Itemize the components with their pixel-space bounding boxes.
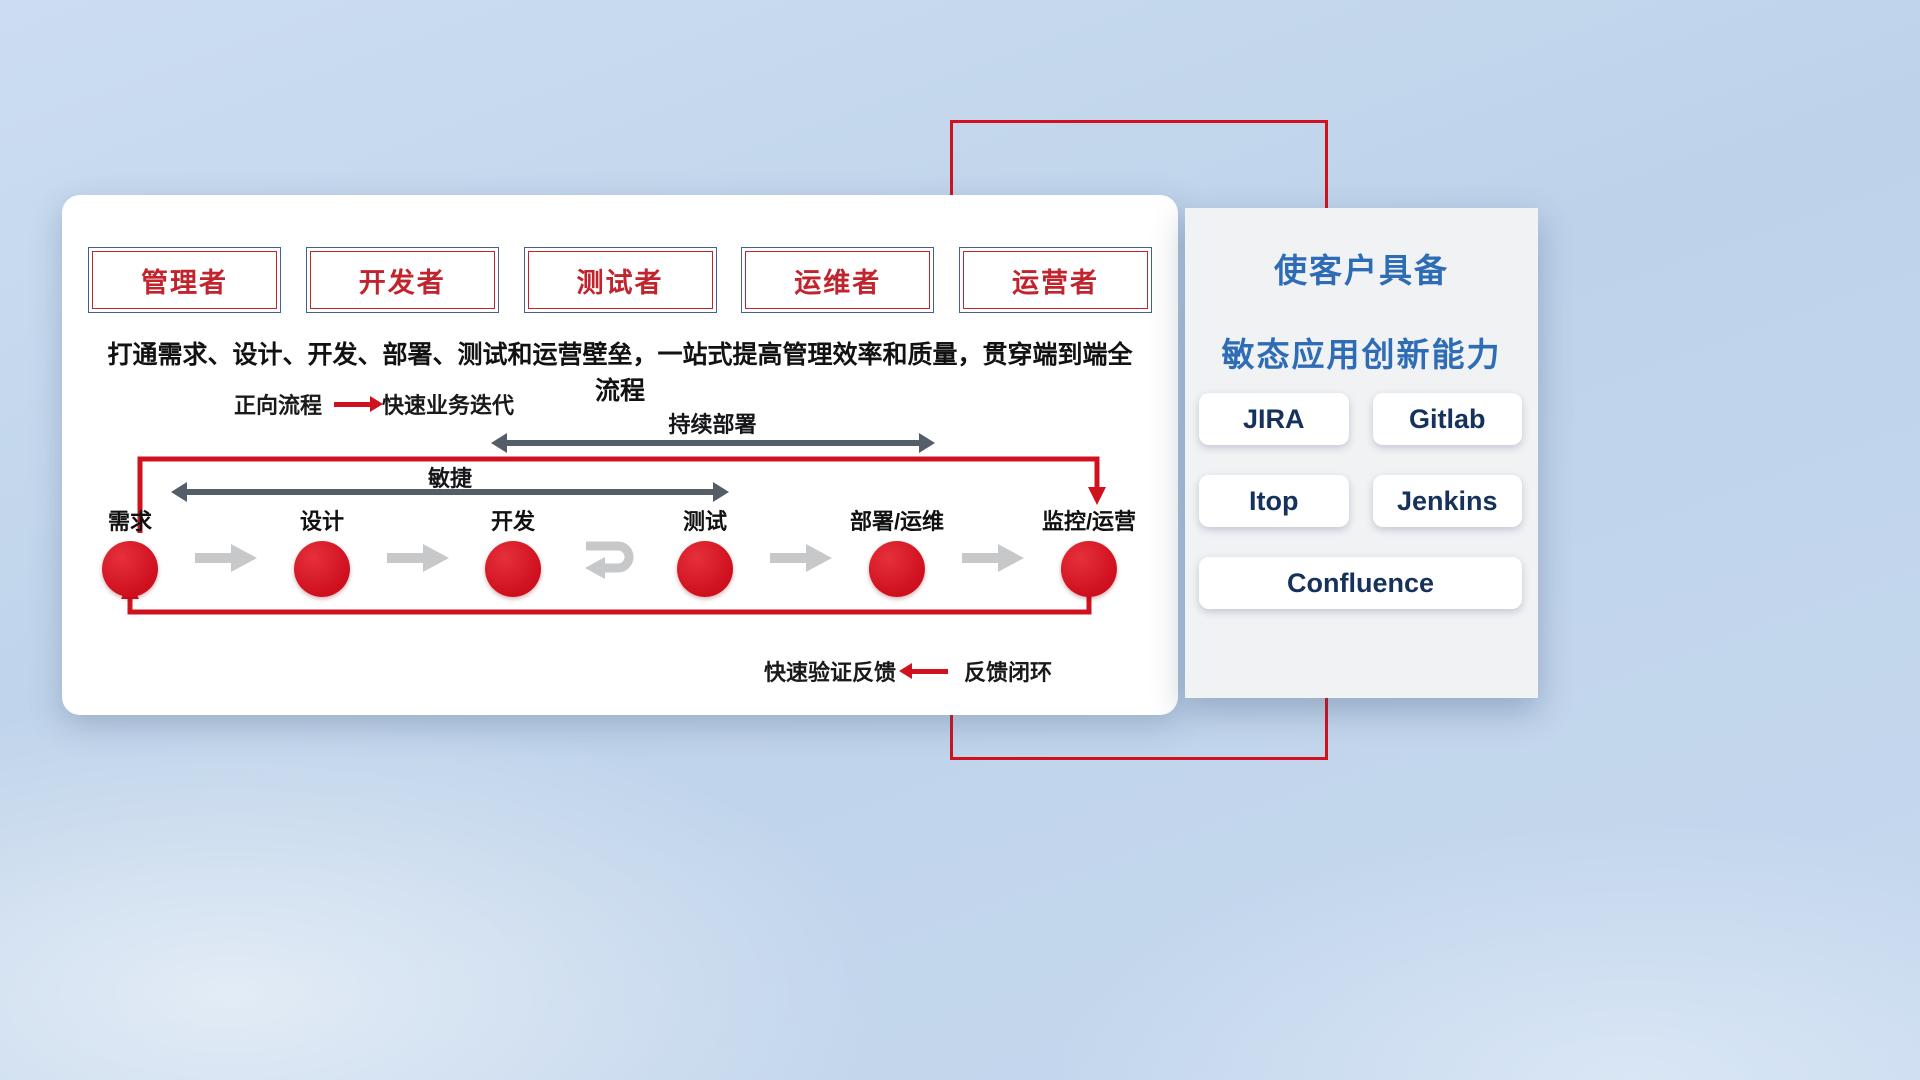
iterate-loop-arrow-icon [585,541,634,579]
role-label-manager: 管理者 [92,251,277,309]
forward-flow-desc: 快速业务迭代 [382,393,515,418]
continuous-deployment-label: 持续部署 [668,412,757,437]
stage-label-design: 设计 [299,509,344,534]
feedback-desc: 快速验证反馈 [764,660,897,685]
tool-chip-itop: Itop [1199,475,1349,527]
agile-arrow-icon [171,482,729,502]
stage-label-deploy-ops: 部署/运维 [849,509,945,534]
role-label-operator: 运营者 [963,251,1148,309]
stage-node-icon [869,541,925,597]
panel-title-line1: 使客户具备 [1274,252,1449,289]
tools-grid: JIRA Gitlab Itop Jenkins Confluence [1199,393,1522,609]
role-box-ops: 运维者 [741,247,935,313]
red-loop-lines-icon [121,456,1106,615]
agile-label: 敏捷 [427,466,472,491]
stage-monitor-operate: 监控/运营 [1042,504,1136,597]
role-box-operator: 运营者 [959,247,1152,313]
feedback-label: 反馈闭环 [964,660,1053,685]
devops-flow-card: 管理者 开发者 测试者 运维者 运营者 打通需求、设计、开发、部署、测试和运营壁… [62,195,1178,715]
stage-node-icon [677,541,733,597]
stage-development: 开发 [485,504,541,597]
capability-panel: 使客户具备 敏态应用创新能力 JIRA Gitlab Itop Jenkins … [1185,208,1538,698]
panel-title-line2: 敏态应用创新能力 [1221,336,1502,373]
stage-design: 设计 [294,504,350,597]
legend-forward-flow: 正向流程 快速业务迭代 [234,388,514,420]
stage-testing: 测试 [677,504,733,597]
forward-flow-label: 正向流程 [234,393,323,418]
stage-node-icon [102,541,158,597]
legend-feedback-loop: 快速验证反馈 反馈闭环 [764,655,1052,687]
stage-requirements: 需求 [102,504,158,597]
card-subtitle: 打通需求、设计、开发、部署、测试和运营壁垒，一站式提高管理效率和质量，贯穿端到端… [107,341,1133,405]
role-label-tester: 测试者 [527,251,713,309]
stage-label-requirements: 需求 [107,509,152,534]
stage-label-development: 开发 [490,509,535,534]
tool-chip-jira: JIRA [1199,393,1349,445]
role-box-manager: 管理者 [88,247,281,313]
role-label-ops: 运维者 [745,251,931,309]
feedback-arrow-icon [899,662,949,679]
stage-label-monitor-operate: 监控/运营 [1041,509,1137,534]
tool-chip-gitlab: Gitlab [1372,393,1522,445]
stage-node-icon [485,541,541,597]
continuous-deployment-arrow-icon [491,433,935,453]
roles-row: 管理者 开发者 测试者 运维者 运营者 [88,247,1152,313]
role-label-developer: 开发者 [309,251,495,309]
stage-label-testing: 测试 [682,509,727,534]
tool-chip-jenkins: Jenkins [1372,475,1522,527]
panel-title: 使客户具备 敏态应用创新能力 [1185,244,1538,376]
tool-chip-confluence: Confluence [1199,557,1522,609]
stage-node-icon [1061,541,1117,597]
role-box-developer: 开发者 [305,247,499,313]
forward-arrow-icon [334,395,384,412]
stage-deploy-ops: 部署/运维 [850,504,944,597]
role-box-tester: 测试者 [523,247,717,313]
stage-node-icon [294,541,350,597]
